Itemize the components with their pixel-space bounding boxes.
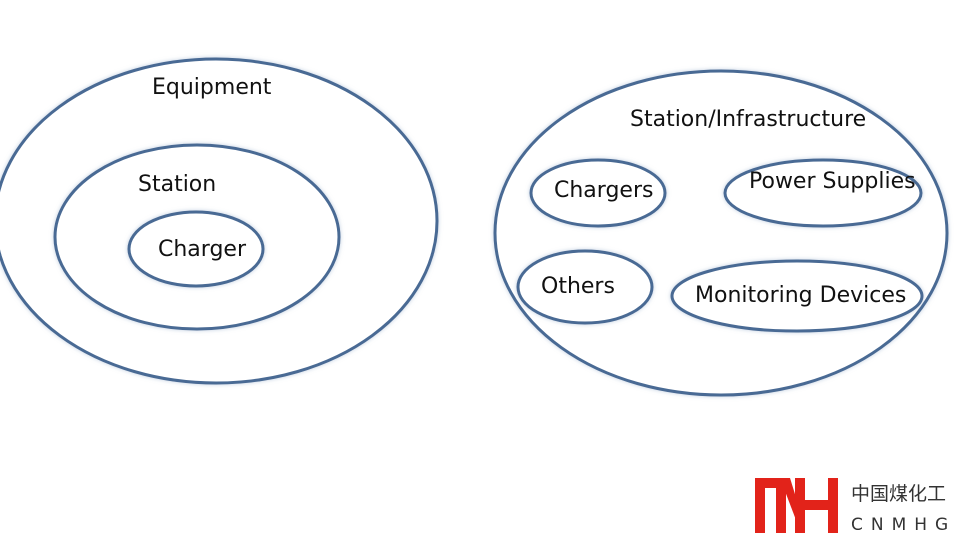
charger-label: Charger (158, 237, 247, 262)
right-group-diagram: Station/Infrastructure Chargers Power Su… (493, 69, 949, 397)
logo-chinese-text: 中国煤化工 (851, 483, 946, 505)
logo-mark (755, 478, 838, 533)
station-label: Station (138, 172, 216, 197)
logo-english-text: CNMHG (851, 515, 956, 535)
infrastructure-label: Station/Infrastructure (630, 107, 866, 132)
others-ellipse (516, 249, 654, 325)
monitoring-devices-ellipse (670, 259, 924, 333)
others-label: Others (541, 274, 615, 299)
charger-ellipse (127, 210, 265, 288)
equipment-label: Equipment (152, 75, 272, 100)
monitoring-devices-label: Monitoring Devices (695, 283, 906, 308)
chargers-ellipse (529, 158, 667, 228)
power-supplies-label: Power Supplies (749, 169, 916, 194)
cnmhg-logo: 中国煤化工 CNMHG (755, 478, 956, 535)
left-nested-diagram: Equipment Station Charger (0, 57, 439, 385)
power-supplies-ellipse (723, 158, 923, 228)
chargers-label: Chargers (554, 178, 653, 203)
